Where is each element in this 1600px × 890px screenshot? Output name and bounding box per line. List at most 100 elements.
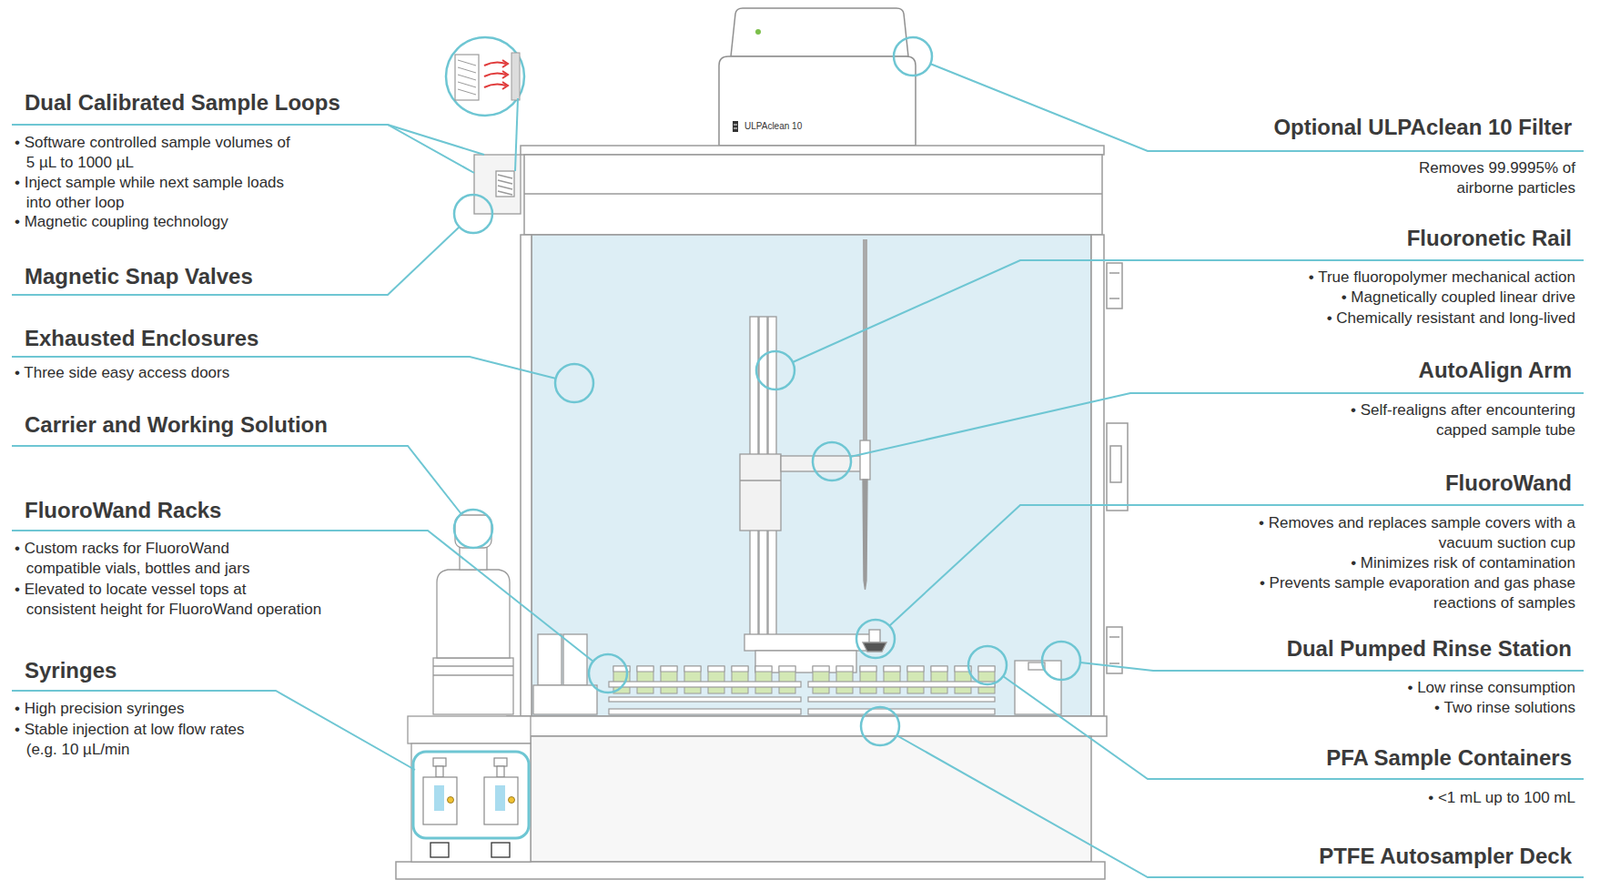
sample-racks-part — [755, 666, 772, 694]
magnifier-inset — [445, 37, 525, 172]
text-line: • Prevents sample evaporation and gas ph… — [1259, 573, 1576, 594]
magnifier-inset-part — [502, 60, 508, 90]
carrier-bottle-part — [436, 569, 510, 659]
callout-circles-part — [454, 509, 493, 548]
callout-text: • Software controlled sample volumes of … — [14, 132, 291, 173]
text-line: Optional ULPAclean 10 Filter — [1273, 114, 1572, 141]
text-line: • Chemically resistant and long-lived — [1326, 308, 1576, 329]
text-line: FluoroWand Racks — [24, 497, 222, 524]
filter-unit-part — [733, 128, 738, 130]
callout-heading: Dual Pumped Rinse Station — [1286, 636, 1572, 662]
sample-loop-unit-part — [496, 171, 515, 197]
text-line: Dual Calibrated Sample Loops — [24, 90, 341, 116]
text-line: • Inject sample while next sample loads — [14, 172, 284, 193]
leader-lines — [11, 63, 1584, 878]
text-line: • Magnetically coupled linear drive — [1341, 287, 1576, 308]
callout-text: • Three side easy access doors — [14, 363, 230, 384]
leader-lines-part — [930, 63, 1584, 152]
rail-and-arm-part — [862, 479, 868, 590]
callout-text: • Chemically resistant and long-lived — [1326, 308, 1576, 329]
syringe-housing-part — [411, 743, 531, 862]
deck-and-base — [395, 716, 1107, 880]
callout-heading: Dual Calibrated Sample Loops — [24, 90, 341, 116]
sample-racks-part — [812, 666, 830, 694]
carrier-bottle-part — [433, 674, 514, 676]
callout-text: • Two rinse solutions — [1434, 698, 1576, 719]
text-line: vacuum suction cup — [1258, 533, 1576, 554]
text-line: PTFE Autosampler Deck — [1318, 843, 1572, 870]
callout-heading: Fluoronetic Rail — [1407, 225, 1572, 252]
syringe-housing-part — [484, 758, 518, 825]
callout-heading: FluoroWand Racks — [24, 497, 222, 524]
text-line: reactions of samples — [1259, 593, 1576, 614]
callout-heading: Carrier and Working Solution — [24, 412, 328, 438]
sample-racks — [608, 666, 995, 715]
leader-lines-part — [11, 530, 594, 662]
syringe-housing-part — [413, 751, 529, 839]
text-line: • Magnetic coupling technology — [14, 212, 229, 233]
magnifier-inset-part — [457, 60, 476, 95]
callout-heading: PTFE Autosampler Deck — [1318, 843, 1572, 870]
text-line: • Elevated to locate vessel tops at — [14, 579, 322, 600]
deck-and-base-part — [395, 861, 1105, 880]
callout-circles-part — [860, 707, 900, 746]
sample-racks-part — [860, 666, 877, 694]
sample-loop-unit-part — [474, 154, 521, 214]
magnifier-inset-part — [515, 98, 518, 172]
rinse-station-part — [1014, 660, 1062, 715]
callout-text: • Elevated to locate vessel tops at cons… — [14, 579, 322, 620]
callout-text: • Magnetic coupling technology — [14, 212, 229, 233]
callout-circles-part — [856, 619, 895, 659]
callout-circles-part — [454, 194, 493, 233]
callout-text: • High precision syringes — [14, 698, 184, 719]
callout-circles-part — [555, 364, 594, 403]
filter-unit — [718, 8, 916, 146]
sample-racks-part — [978, 666, 995, 694]
text-line: • Two rinse solutions — [1434, 698, 1576, 719]
callout-circles-part — [756, 351, 795, 390]
callout-circles-part — [812, 442, 851, 481]
leader-lines-part — [387, 124, 485, 155]
cabinet-part — [524, 154, 1103, 235]
carrier-bottle-part — [433, 665, 514, 667]
callout-circles-part — [893, 37, 932, 76]
text-line: FluoroWand — [1445, 470, 1572, 497]
callout-text: Removes 99.9995% of airborne particles — [1418, 158, 1576, 199]
callout-text: • Removes and replaces sample covers wit… — [1258, 513, 1576, 554]
rinse-station — [1014, 660, 1062, 715]
leader-lines-part — [850, 393, 1584, 457]
callout-heading: Optional ULPAclean 10 Filter — [1273, 114, 1572, 141]
syringe-housing-part — [407, 716, 531, 744]
callout-circles-part — [1042, 641, 1081, 680]
text-line: PFA Sample Containers — [1326, 745, 1572, 771]
deck-and-base-part — [506, 716, 1107, 737]
text-line: • Minimizes risk of contamination — [1350, 553, 1576, 574]
device-label: ULPAclean 10 — [744, 121, 802, 132]
text-line: • Removes and replaces sample covers wit… — [1258, 513, 1576, 534]
fluorowand-assembly-part — [862, 642, 887, 652]
rail-and-arm-part — [739, 479, 781, 481]
callout-heading: Exhausted Enclosures — [24, 325, 259, 352]
callout-text: • Minimizes risk of contamination — [1350, 553, 1576, 574]
text-line: • Custom racks for FluoroWand — [14, 538, 250, 559]
callout-circles-part — [968, 646, 1007, 685]
text-line: AutoAlign Arm — [1418, 357, 1572, 384]
magnifier-inset-part — [511, 52, 520, 101]
callout-heading: AutoAlign Arm — [1418, 357, 1572, 384]
text-line: consistent height for FluoroWand operati… — [14, 599, 322, 620]
callout-heading: FluoroWand — [1445, 470, 1572, 497]
callout-heading: Magnetic Snap Valves — [24, 263, 254, 290]
cabinet-part — [1106, 423, 1128, 511]
text-line: • <1 mL up to 100 mL — [1427, 788, 1576, 809]
sample-racks-part — [779, 666, 796, 694]
sample-racks-part — [608, 681, 801, 688]
filter-unit-part — [732, 121, 739, 132]
text-line: Carrier and Working Solution — [24, 412, 328, 438]
leader-lines-part — [11, 690, 416, 770]
sample-racks-part — [808, 681, 995, 688]
filter-unit-part — [755, 29, 761, 35]
sample-racks-part — [836, 666, 853, 694]
sample-racks-part — [883, 666, 901, 694]
sample-racks-part — [608, 697, 801, 702]
text-line: 5 µL to 1000 µL — [14, 152, 291, 173]
